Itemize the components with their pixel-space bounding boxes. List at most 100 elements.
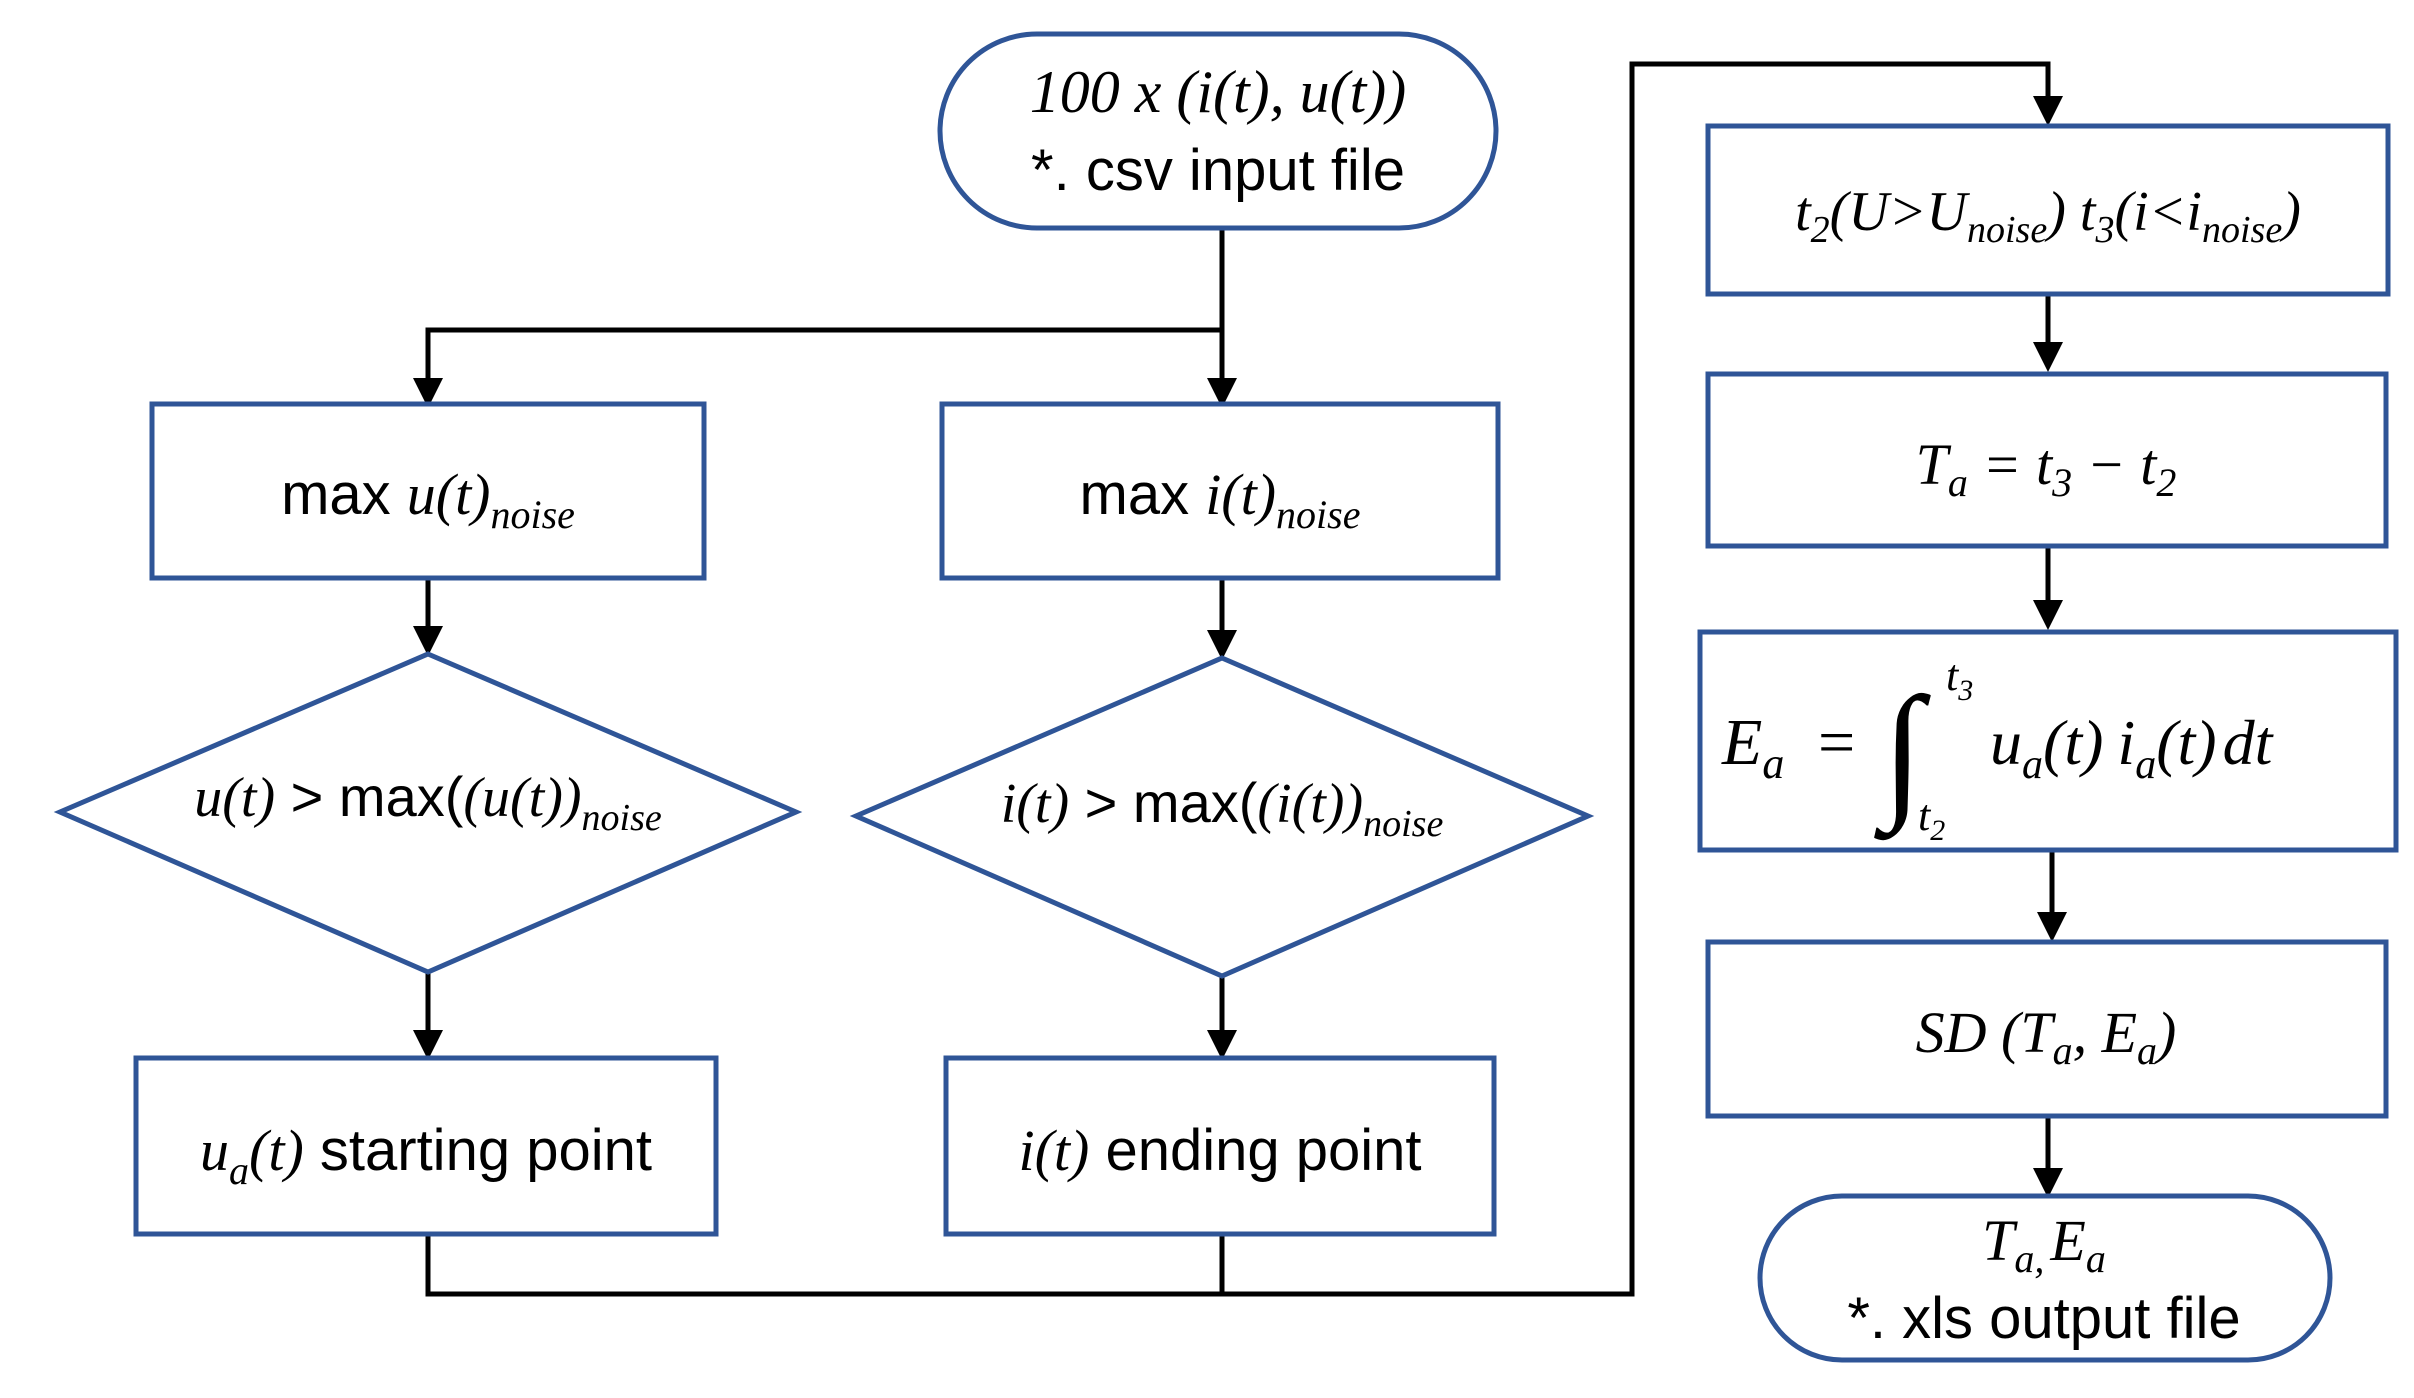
left-decision-arg: (u(t)) bbox=[463, 767, 581, 829]
times-cond2: (i<i bbox=[2114, 181, 2202, 243]
arrowhead-left-noise bbox=[413, 378, 443, 408]
left-result-label: ua(t) starting point bbox=[200, 1118, 652, 1193]
energy-u-arg: (t) bbox=[2043, 707, 2103, 778]
times-label: t2(U>Unoise) t3(i<inoise) bbox=[1795, 181, 2301, 251]
energy-u: u bbox=[1990, 707, 2022, 778]
energy-upper-limit: t3 bbox=[1946, 651, 1973, 707]
left-decision-lhs: u(t) bbox=[194, 767, 275, 829]
middle-noise-box: max i(t)noise bbox=[939, 401, 1501, 581]
arrowhead-times bbox=[2033, 96, 2063, 126]
connector-merge-left bbox=[425, 1236, 1222, 1297]
left-decision-sub: noise bbox=[582, 797, 662, 839]
energy-dt: dt bbox=[2223, 707, 2275, 778]
end-E-sub: a bbox=[2086, 1236, 2106, 1281]
duration-minus: − bbox=[2072, 432, 2140, 497]
duration-t2: t bbox=[2140, 432, 2158, 497]
energy-lower-sub: 2 bbox=[1930, 814, 1945, 847]
end-line1: Ta,Ea bbox=[1982, 1208, 2106, 1281]
end-terminator: Ta,Ea *. xls output file bbox=[1757, 1193, 2333, 1363]
energy-integral-sign: ∫ bbox=[1874, 667, 1931, 841]
connector-merge-middle bbox=[1219, 61, 2051, 1297]
duration-t3: t bbox=[2036, 432, 2054, 497]
arrowhead-left-decision bbox=[413, 626, 443, 656]
middle-result-text: ending point bbox=[1089, 1118, 1421, 1183]
arrowhead-middle-decision bbox=[1207, 630, 1237, 660]
middle-noise-var: i(t) bbox=[1205, 462, 1276, 527]
times-cond1: (U>U bbox=[1830, 181, 1971, 243]
energy-lhs: Ea bbox=[1721, 706, 1784, 788]
energy-box: Ea = ∫ t3 t2 ua(t)ia(t)dt bbox=[1697, 629, 2399, 853]
middle-decision: i(t) > max((i(t))noise bbox=[849, 655, 1595, 979]
duration-T: T bbox=[1916, 432, 1952, 497]
times-box: t2(U>Unoise) t3(i<inoise) bbox=[1705, 123, 2391, 297]
left-result-text: starting point bbox=[304, 1118, 652, 1183]
energy-lower: t bbox=[1918, 791, 1932, 840]
middle-decision-sub: noise bbox=[1363, 803, 1443, 845]
energy-i: i bbox=[2117, 707, 2135, 778]
sd-close: ) bbox=[2154, 1000, 2176, 1065]
middle-decision-arg: (i(t)) bbox=[1257, 773, 1363, 835]
middle-result-label: i(t) ending point bbox=[1018, 1118, 1421, 1183]
duration-eq: = bbox=[1968, 432, 2036, 497]
duration-T-sub: a bbox=[1948, 460, 1968, 505]
left-noise-box: max u(t)noise bbox=[149, 401, 707, 581]
sd-E-sub: a bbox=[2137, 1028, 2157, 1073]
energy-E-sub: a bbox=[1762, 739, 1784, 788]
arrowhead-duration bbox=[2033, 342, 2063, 372]
energy-i-sub: a bbox=[2135, 742, 2156, 788]
left-result-box: ua(t) starting point bbox=[133, 1055, 719, 1237]
arrowhead-end bbox=[2033, 1168, 2063, 1198]
sd-label: SD (Ta, Ea) bbox=[1916, 1000, 2177, 1073]
arrowhead-middle-noise bbox=[1207, 378, 1237, 408]
start-line1: 100 x (i(t), u(t)) bbox=[1030, 59, 1407, 125]
times-cond2-sub: noise bbox=[2202, 209, 2282, 251]
energy-upper: t bbox=[1946, 651, 1960, 700]
middle-decision-op: > max( bbox=[1069, 771, 1258, 834]
sd-fn: SD ( bbox=[1916, 1000, 2024, 1065]
left-decision: u(t) > max((u(t))noise bbox=[53, 651, 803, 975]
duration-t2-sub: 2 bbox=[2156, 460, 2176, 505]
energy-E: E bbox=[1721, 706, 1762, 779]
left-noise-var: u(t) bbox=[407, 462, 491, 527]
middle-noise-label: max i(t)noise bbox=[1080, 462, 1361, 537]
energy-eq: = bbox=[1818, 706, 1855, 779]
energy-upper-sub: 3 bbox=[1957, 674, 1973, 707]
left-result-var-tail: (t) bbox=[249, 1118, 304, 1183]
middle-decision-label: i(t) > max((i(t))noise bbox=[1001, 771, 1444, 845]
left-decision-label: u(t) > max((u(t))noise bbox=[194, 765, 662, 839]
end-T-sub: a, bbox=[2014, 1236, 2044, 1281]
times-cond1-close: ) bbox=[2044, 181, 2080, 243]
left-result-var: u bbox=[200, 1118, 229, 1183]
connectors bbox=[413, 61, 2067, 1297]
times-cond1-sub: noise bbox=[1967, 209, 2047, 251]
sd-T: T bbox=[2020, 1000, 2056, 1065]
sd-sep: , bbox=[2073, 1000, 2102, 1065]
energy-u-sub: a bbox=[2022, 742, 2043, 788]
duration-box: Ta = t3 − t2 bbox=[1705, 371, 2389, 549]
left-noise-prefix: max bbox=[281, 462, 407, 527]
times-t2-sub: 2 bbox=[1811, 209, 1830, 251]
end-E: E bbox=[2049, 1208, 2085, 1273]
duration-label: Ta = t3 − t2 bbox=[1916, 432, 2177, 505]
connector-split-left bbox=[425, 327, 1222, 378]
start-line2: *. csv input file bbox=[1031, 138, 1405, 203]
start-terminator: 100 x (i(t), u(t)) *. csv input file bbox=[937, 31, 1499, 231]
left-decision-op: > max( bbox=[275, 765, 464, 828]
energy-integrand: ua(t)ia(t)dt bbox=[1990, 707, 2275, 788]
sd-E: E bbox=[2101, 1000, 2137, 1065]
times-t2: t bbox=[1795, 181, 1812, 243]
middle-result-var: i(t) bbox=[1018, 1118, 1089, 1183]
times-t3-sub: 3 bbox=[2094, 209, 2114, 251]
sd-box: SD (Ta, Ea) bbox=[1705, 939, 2389, 1119]
middle-noise-prefix: max bbox=[1080, 462, 1206, 527]
arrowhead-middle-result bbox=[1207, 1030, 1237, 1060]
left-result-var-sub: a bbox=[229, 1148, 249, 1193]
end-line2: *. xls output file bbox=[1847, 1286, 2240, 1351]
arrowhead-energy bbox=[2033, 600, 2063, 630]
sd-T-sub: a bbox=[2053, 1028, 2073, 1073]
end-T: T bbox=[1982, 1208, 2018, 1273]
left-noise-label: max u(t)noise bbox=[281, 462, 575, 537]
energy-lower-limit: t2 bbox=[1918, 791, 1945, 847]
energy-i-arg: (t) bbox=[2156, 707, 2216, 778]
